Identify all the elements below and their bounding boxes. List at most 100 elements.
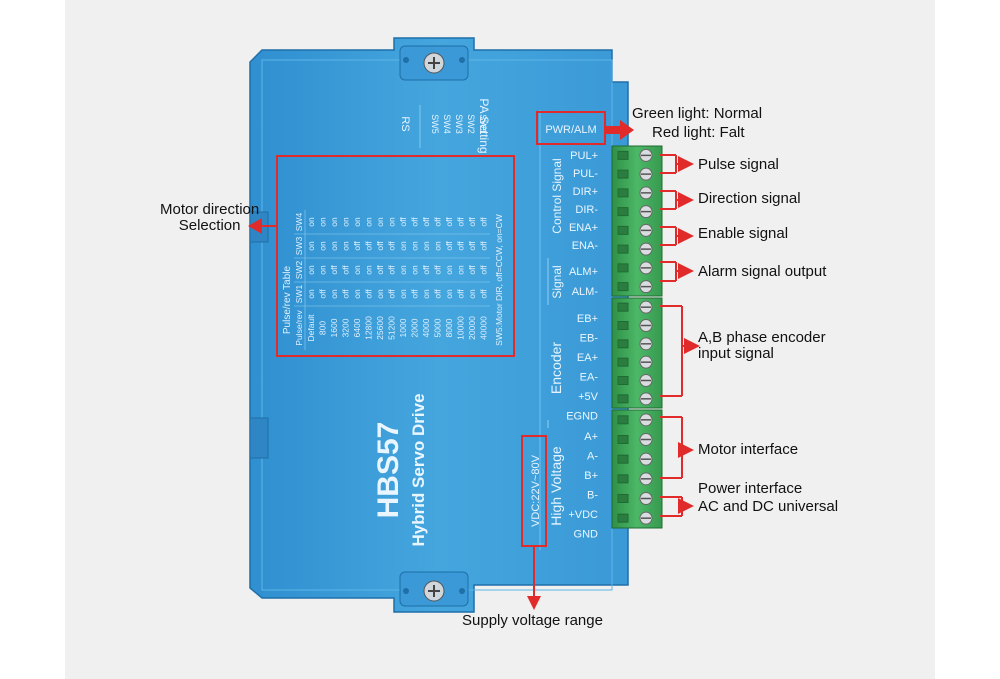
pulse-table-cell: off — [341, 289, 351, 299]
pa-switch-label: SW3 — [454, 114, 464, 134]
pulse-table-cell: on — [433, 241, 443, 251]
pulse-table-note: SW5:Motor DIR, off=CCW, on=CW — [494, 214, 504, 346]
terminal-blocks — [611, 145, 663, 529]
pin-label: ENA- — [572, 240, 599, 252]
drive-name: Hybrid Servo Drive — [409, 393, 428, 546]
pulse-table-cell: off — [341, 265, 351, 275]
pulse-table-cell: off — [421, 265, 431, 275]
pulse-table-title: Pulse/rev Table — [282, 265, 293, 334]
pulse-table-cell: on — [306, 217, 316, 227]
pulse-table-cell: on — [444, 289, 454, 299]
pulse-table-cell: off — [410, 289, 420, 299]
pulse-table-cell: off — [364, 241, 374, 251]
group-label-control: Control Signal — [550, 158, 564, 233]
pa-switch-label: SW1 — [478, 114, 488, 134]
pulse-table-cell: on — [341, 241, 351, 251]
supply-voltage-label: Supply voltage range — [462, 612, 603, 629]
pulse-table-cell: on — [352, 217, 362, 227]
pulse-signal-label: Pulse signal — [698, 156, 779, 173]
pin-label: A- — [587, 451, 598, 463]
terminal-block — [611, 145, 663, 297]
pin-label: ALM- — [572, 286, 599, 298]
pulse-table-cell: on — [306, 241, 316, 251]
pin-label: GND — [574, 529, 599, 541]
pin-label: EA- — [580, 372, 599, 384]
group-label-high-voltage: High Voltage — [548, 446, 564, 526]
pulse-table-cell: on — [444, 265, 454, 275]
pulse-table-cell: off — [456, 289, 466, 299]
rs-label-group: RS — [399, 116, 411, 131]
pin-label: PUL+ — [570, 150, 598, 162]
pulse-table-cell: off — [421, 217, 431, 227]
pulse-table-cell: off — [444, 241, 454, 251]
pulse-table-cell: on — [364, 217, 374, 227]
enable-signal-label: Enable signal — [698, 225, 789, 242]
pulse-table-cell: 12800 — [364, 316, 374, 340]
pulse-table-cell: on — [352, 289, 362, 299]
pulse-table-cell: on — [421, 289, 431, 299]
pa-switch-label: SW2 — [466, 114, 476, 134]
pulse-table-cell: 20000 — [467, 316, 477, 340]
pulse-table-cell: off — [479, 241, 489, 251]
alarm-signal-label: Alarm signal output — [698, 263, 827, 280]
pulse-table-cell: 10000 — [456, 316, 466, 340]
pulse-table-cell: on — [318, 217, 328, 227]
pin-label: A+ — [584, 431, 598, 443]
pulse-table-cell: 5000 — [433, 318, 443, 337]
pulse-table-cell: off — [329, 265, 339, 275]
pulse-table-cell: Default — [306, 314, 316, 342]
pulse-table-cell: off — [456, 217, 466, 227]
pa-setting-label: PA Setting — [477, 98, 491, 153]
pulse-table-cell: off — [433, 289, 443, 299]
top-screw-icon — [399, 45, 469, 81]
pin-label: EGND — [566, 411, 598, 423]
power-interface-label: Power interface — [698, 480, 803, 497]
pulse-table-cell: on — [456, 265, 466, 275]
pulse-table-cell: on — [375, 217, 385, 227]
pin-label: DIR- — [575, 204, 598, 216]
pin-label: EB+ — [577, 313, 598, 325]
pulse-table-cell: 3200 — [341, 318, 351, 337]
voltage-range-text: VDC:22V~80V — [530, 454, 542, 527]
pulse-table-cell: on — [398, 241, 408, 251]
ac-dc-label: AC and DC universal — [698, 498, 839, 515]
pulse-table-cell: off — [479, 217, 489, 227]
pin-label: PUL- — [573, 168, 598, 180]
rs-label: RS — [399, 116, 411, 131]
encoder-signal-label: A,B phase encoder input signal — [698, 330, 826, 362]
pin-label: +5V — [578, 391, 599, 403]
pulse-table-cell: off — [387, 289, 397, 299]
pwr-alm-group: PWR/ALM — [536, 111, 606, 145]
pulse-table-cell: off — [444, 217, 454, 227]
pulse-table-cell: on — [375, 289, 385, 299]
terminal-block — [611, 409, 663, 529]
pulse-table-cell: on — [306, 265, 316, 275]
pin-label: EB- — [580, 333, 599, 345]
encoder-line1: A,B phase encoder — [698, 329, 826, 346]
pin-label: B- — [587, 490, 598, 502]
pulse-table-cell: off — [410, 217, 420, 227]
pulse-table-cell: on — [398, 265, 408, 275]
pin-label: DIR+ — [573, 186, 598, 198]
pulse-table-cell: 4000 — [421, 318, 431, 337]
group-label-signal: Signal — [550, 265, 564, 298]
pulse-table-cell: on — [398, 289, 408, 299]
pulse-table-cell: on — [318, 265, 328, 275]
pin-label: +VDC — [568, 509, 598, 521]
encoder-line2: input signal — [698, 345, 774, 362]
pulse-table-cell: 8000 — [444, 318, 454, 337]
pulse-table-cell: on — [329, 217, 339, 227]
pulse-table-cell: on — [341, 217, 351, 227]
pulse-table-cell: off — [364, 289, 374, 299]
pulse-table-cell: off — [318, 289, 328, 299]
pulse-table-frame — [276, 155, 515, 357]
pulse-table-header: SW4 — [294, 213, 304, 232]
motor-direction-line2: Selection — [178, 217, 241, 234]
pulse-table-cell: on — [467, 289, 477, 299]
drive-model: HBS57 — [372, 422, 405, 519]
pulse-table-cell: off — [387, 265, 397, 275]
motor-direction-label: Motor direction Selection — [160, 202, 259, 234]
